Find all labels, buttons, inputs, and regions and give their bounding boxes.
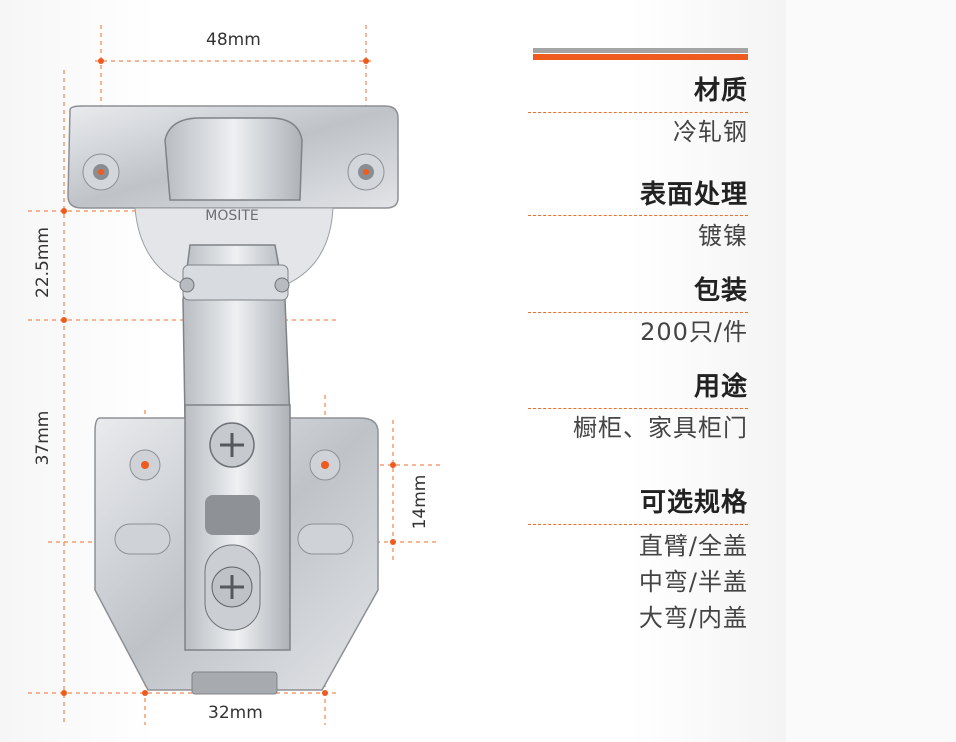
dim-lower-height: 37mm bbox=[33, 410, 53, 466]
spec-divider bbox=[528, 312, 748, 313]
spec-title-surface: 表面处理 bbox=[639, 180, 748, 210]
dim-hole-spacing: 14mm bbox=[410, 474, 430, 530]
spec-divider bbox=[528, 408, 748, 409]
spec-divider bbox=[528, 215, 748, 216]
spec-title-material: 材质 bbox=[693, 76, 748, 106]
spec-title-options: 可选规格 bbox=[639, 488, 748, 518]
spec-divider bbox=[528, 524, 748, 525]
spec-value-usage: 橱柜、家具柜门 bbox=[573, 414, 748, 442]
brand-mark: MOSITE bbox=[205, 208, 259, 224]
spec-value-option-2: 中弯/半盖 bbox=[638, 568, 748, 596]
spec-title-usage: 用途 bbox=[693, 372, 748, 402]
spec-value-packaging: 200只/件 bbox=[640, 318, 748, 346]
spec-title-packaging: 包装 bbox=[693, 276, 748, 306]
dim-upper-height: 22.5mm bbox=[33, 227, 53, 298]
spec-value-surface: 镀镍 bbox=[698, 222, 748, 250]
spec-value-option-3: 大弯/内盖 bbox=[638, 604, 748, 632]
hinge-base-plate bbox=[94, 404, 379, 695]
header-bar-grey bbox=[533, 48, 748, 53]
spec-value-option-1: 直臂/全盖 bbox=[638, 532, 748, 560]
dim-top-width: 48mm bbox=[206, 30, 261, 50]
hinge-diagram: MOSITE bbox=[28, 25, 440, 725]
dimension-points bbox=[61, 58, 396, 696]
header-bar-orange bbox=[533, 54, 748, 60]
spec-value-material: 冷轧钢 bbox=[673, 118, 748, 146]
hinge-arm bbox=[179, 244, 291, 421]
dim-bottom-width: 32mm bbox=[208, 703, 263, 723]
spec-divider bbox=[528, 112, 748, 113]
right-background-strip bbox=[786, 0, 956, 742]
